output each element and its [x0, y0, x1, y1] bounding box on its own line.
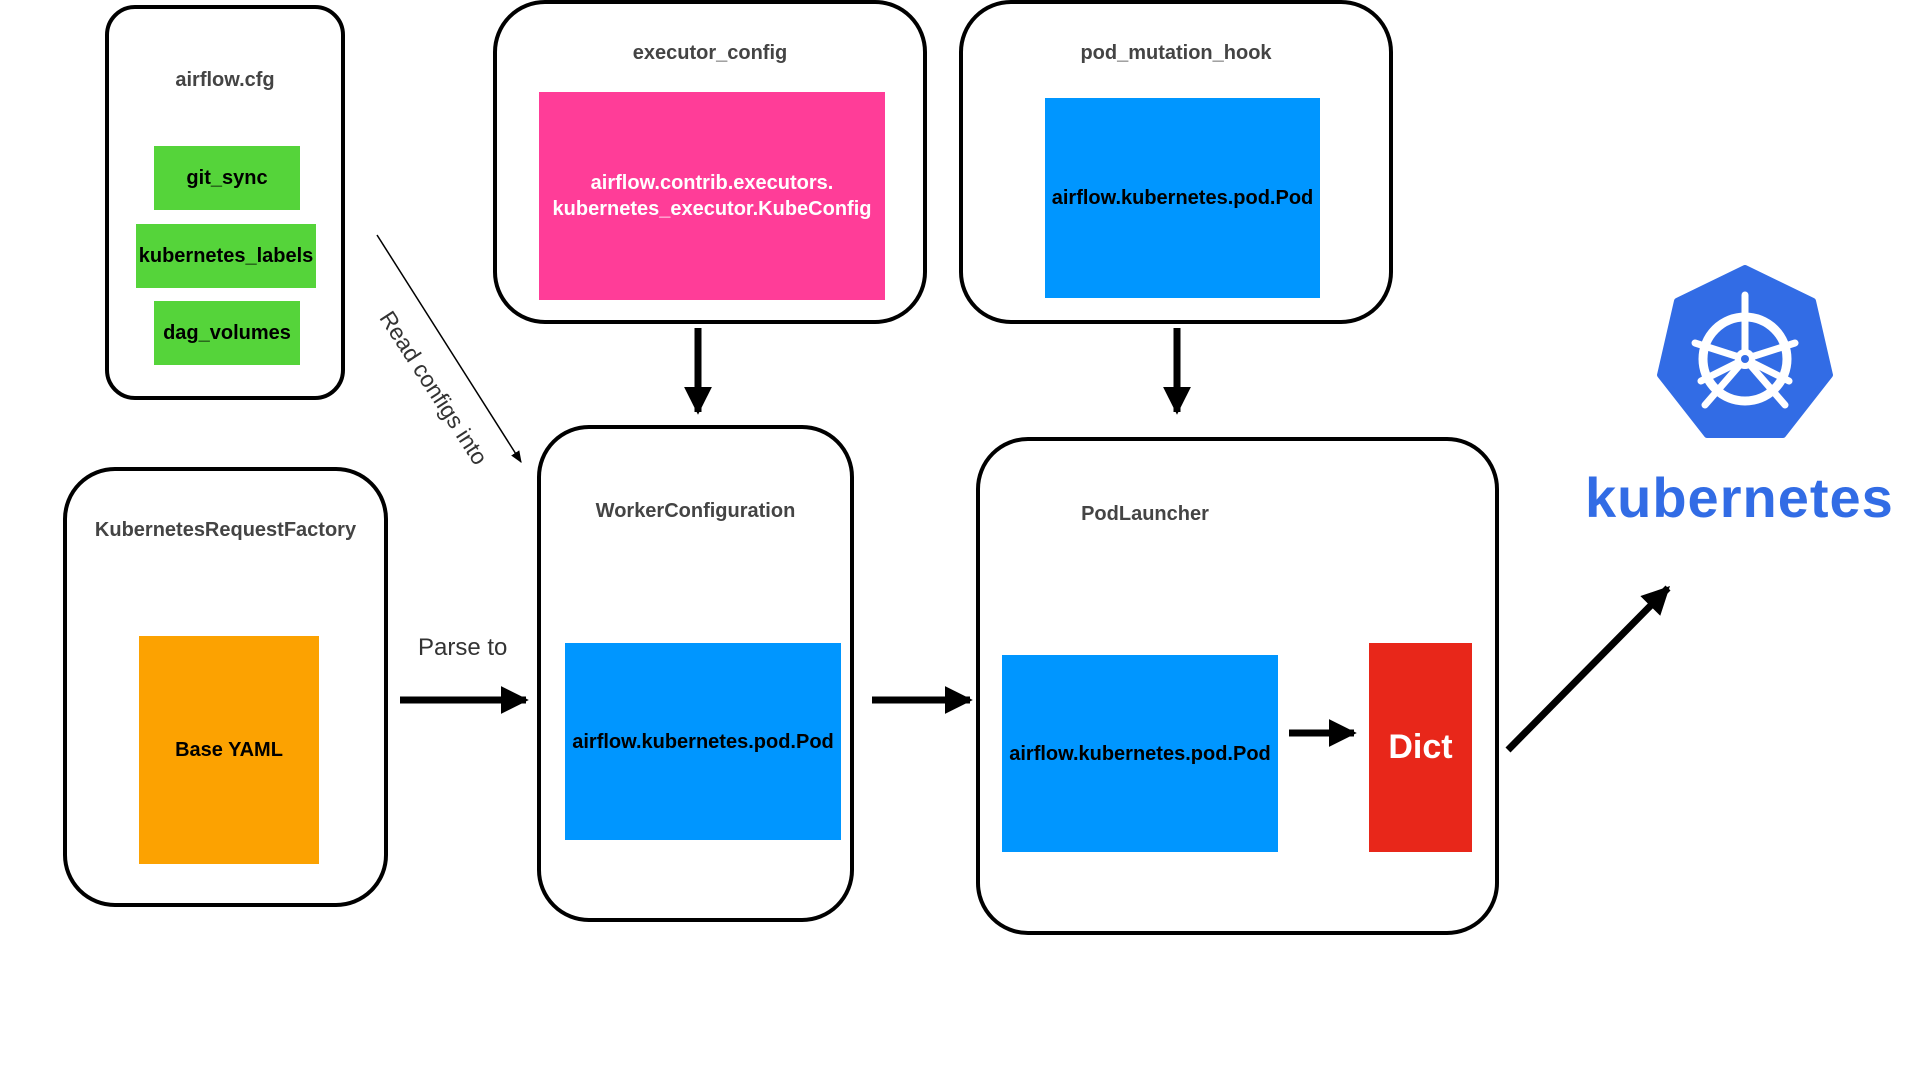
pod-mutation-hook-box: pod_mutation_hook airflow.kubernetes.pod…: [959, 0, 1393, 324]
parse-to-label: Parse to: [418, 634, 508, 661]
request-factory-box: KubernetesRequestFactory Base YAML: [63, 467, 388, 907]
pod-launcher-title: PodLauncher: [1081, 503, 1209, 525]
airflow-cfg-title: airflow.cfg: [175, 69, 275, 91]
kubernetes-helm-icon: [1657, 265, 1833, 438]
launcher-pod-block: airflow.kubernetes.pod.Pod: [1002, 655, 1278, 852]
executor-config-box: executor_config airflow.contrib.executor…: [493, 0, 927, 324]
kubeconfig-line-1: airflow.contrib.executors.: [590, 172, 834, 194]
git-sync-item: git_sync: [154, 146, 300, 210]
arrow-read-configs: [376, 234, 522, 464]
pod-launcher-box: PodLauncher airflow.kubernetes.pod.Pod D…: [976, 437, 1499, 935]
kubernetes-logo-text: kubernetes: [1585, 466, 1894, 529]
kubernetes-labels-item: kubernetes_labels: [136, 224, 316, 288]
worker-configuration-box: WorkerConfiguration airflow.kubernetes.p…: [537, 425, 854, 922]
arrow-launcher-to-kubernetes: [1505, 585, 1671, 753]
kubeconfig-line-2: kubernetes_executor.KubeConfig: [552, 198, 872, 220]
kubeconfig-block: airflow.contrib.executors. kubernetes_ex…: [539, 92, 885, 300]
base-yaml-block: Base YAML: [139, 636, 319, 864]
dict-block: Dict: [1369, 643, 1472, 852]
executor-config-title: executor_config: [632, 42, 788, 64]
worker-pod-block: airflow.kubernetes.pod.Pod: [565, 643, 841, 840]
request-factory-title: KubernetesRequestFactory: [94, 519, 357, 541]
worker-configuration-title: WorkerConfiguration: [595, 500, 796, 522]
pod-mutation-hook-title: pod_mutation_hook: [1080, 42, 1272, 64]
dag-volumes-item: dag_volumes: [154, 301, 300, 365]
pod-mutation-pod-block: airflow.kubernetes.pod.Pod: [1045, 98, 1320, 298]
airflow-cfg-box: airflow.cfg git_sync kubernetes_labels d…: [105, 5, 345, 400]
